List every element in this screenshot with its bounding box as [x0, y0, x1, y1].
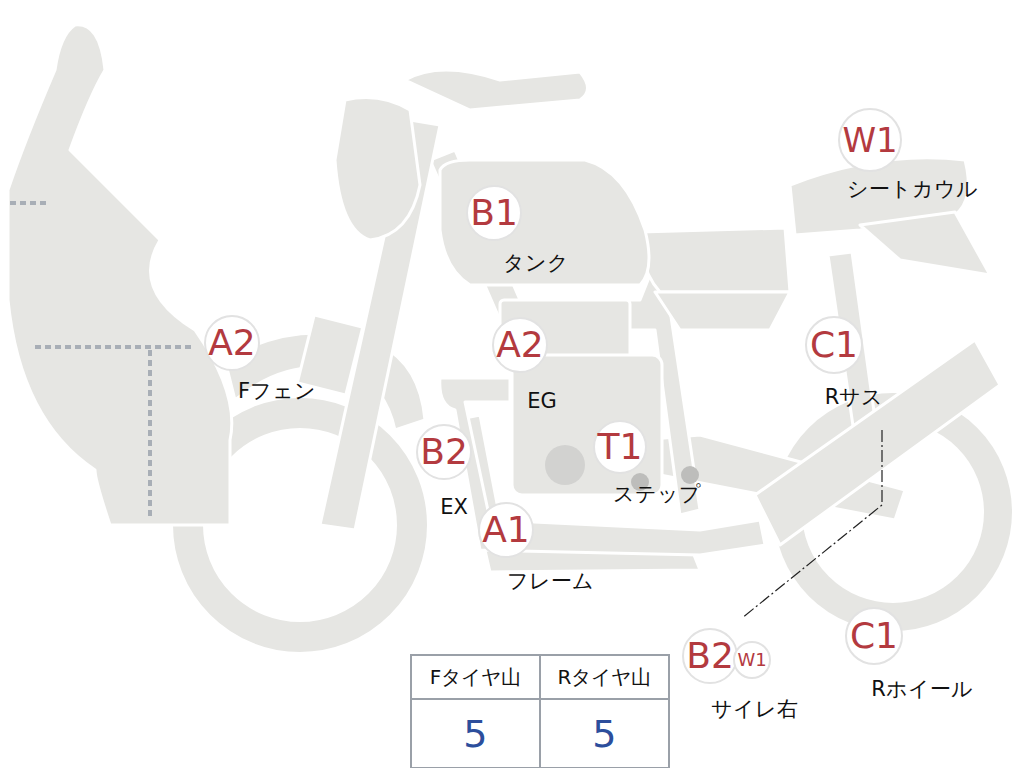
table-header: Fタイヤ山: [411, 655, 540, 699]
callout-circle: B1タンク: [466, 185, 522, 241]
callout-circle: C1Rホイール: [845, 607, 903, 665]
callout-circle: W1: [733, 641, 771, 679]
part-name: フレーム: [507, 570, 594, 593]
callout-circle: C1Rサス: [805, 316, 863, 374]
callout-code: A2: [208, 325, 256, 361]
part-name: シートカウル: [847, 178, 978, 201]
part-name: Rサス: [825, 386, 884, 409]
callout-code: A1: [482, 512, 530, 548]
callout-code: W1: [737, 651, 766, 669]
table-value: 5: [411, 699, 540, 768]
callout-code: B2: [686, 638, 734, 674]
callout-code: C1: [810, 327, 858, 363]
part-name: サイレ右: [711, 698, 798, 721]
callout-code: W1: [842, 123, 897, 157]
callout-circle: A2EG: [492, 317, 548, 373]
part-name: Rホイール: [871, 678, 973, 701]
callout-circle: T1ステップ: [593, 420, 647, 474]
part-name: ステップ: [613, 483, 701, 506]
part-name: EG: [527, 390, 557, 413]
table-header: Rタイヤ山: [540, 655, 669, 699]
part-name: Fフェン: [238, 380, 316, 403]
callout-circle: A1フレーム: [478, 502, 534, 558]
table-value: 5: [540, 699, 669, 768]
callout-code: T1: [598, 429, 643, 465]
callout-circle: B2EX: [416, 424, 472, 480]
callout-code: B2: [420, 434, 468, 470]
callout-circle: B2サイレ右: [682, 628, 738, 684]
callout-code: C1: [850, 618, 898, 654]
part-name: タンク: [503, 252, 569, 275]
callout-circle: A2Fフェン: [204, 315, 260, 371]
callout-code: A2: [496, 327, 544, 363]
part-name: EX: [440, 496, 468, 519]
callout-circle: W1シートカウル: [838, 108, 902, 172]
callout-code: B1: [470, 195, 518, 231]
